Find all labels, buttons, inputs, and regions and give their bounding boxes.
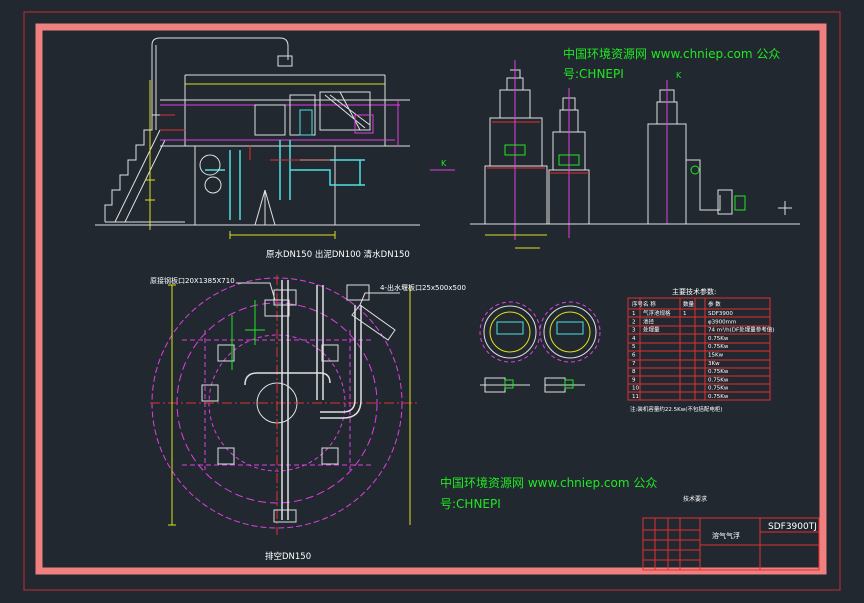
spec-notes: 注:装机容量约22.5Kw(不包括配电柜): [630, 405, 723, 413]
title-block: [642, 517, 820, 571]
spec-header-cell: 参 数: [708, 300, 721, 308]
spec-cell: 处理量: [643, 326, 660, 334]
spec-cell: 10: [632, 386, 639, 392]
tank-3: [647, 80, 746, 225]
spec-title: 主要技术参数:: [672, 287, 716, 296]
spec-cell: 8: [632, 369, 636, 375]
spec-cell: 6: [632, 353, 636, 359]
spec-cell: 气浮池规格: [643, 309, 671, 317]
riser-valve: [277, 55, 293, 67]
elevation-view: [95, 37, 455, 239]
section-label-k-right: K: [676, 71, 682, 80]
tank-elevations: [470, 60, 800, 249]
spec-cell: 1: [683, 311, 687, 317]
leader-lines: [236, 282, 400, 306]
spec-cell: 7: [632, 361, 636, 367]
lugs: [201, 299, 339, 465]
tech-req-title: 技术要求: [683, 495, 707, 503]
tank-2: [548, 88, 590, 238]
dim-lines-elev: [145, 80, 336, 239]
drawing-number: SDF3900TJ: [768, 522, 817, 532]
drawing-name: 溶气气浮: [712, 531, 740, 540]
spec-cell: 0.75Kw: [708, 377, 729, 383]
spec-cell: 0.75Kw: [708, 344, 729, 350]
spec-header-cell: 序号: [632, 300, 644, 308]
spec-cell: 9: [632, 377, 636, 383]
small-plans: [479, 301, 601, 393]
spec-cell: 池径: [643, 317, 655, 325]
scraper: [254, 91, 374, 136]
spec-cell: 4: [632, 336, 636, 342]
watermark-top-line1: 中国环境资源网 www.chniep.com 公众: [563, 46, 780, 61]
spec-cell: 3: [632, 328, 636, 334]
platform: [160, 74, 410, 147]
spec-cell: 0.75Kw: [708, 369, 729, 375]
spec-cell: 74 m³/h(DF处理量参考值): [708, 326, 774, 334]
spec-cell: φ3900mm: [708, 319, 736, 325]
spec-cell: 3Kw: [708, 361, 720, 367]
drawing-frame: [35, 23, 827, 575]
drain-label-bottom: 排空DN150: [265, 551, 311, 562]
spec-cell: 1: [632, 311, 636, 317]
spec-cell: 15Kw: [708, 353, 724, 359]
pipes: [205, 140, 365, 220]
spec-table: [627, 297, 771, 401]
spec-header-cell: 名 称: [643, 300, 656, 308]
weir-box: [351, 304, 396, 341]
spec-cell: 0.75Kw: [708, 394, 729, 400]
outer-border: [23, 11, 841, 591]
tripod: [254, 189, 276, 226]
pipes-label-top: 原水DN150 出泥DN100 清水DN150: [266, 249, 410, 260]
watermark-bottom-line2: 号:CHNEPI: [440, 497, 501, 511]
red-lines: [160, 114, 330, 161]
spec-cell: 0.75Kw: [708, 386, 729, 392]
spec-cell: 0.75Kw: [708, 336, 729, 342]
weir-label-right: 4-出水堰板口25x500x500: [380, 283, 466, 292]
cross-marker: [778, 201, 792, 215]
spec-cell: SDF3900: [708, 311, 733, 317]
spec-header-cell: 数量: [683, 300, 695, 308]
watermark-top-line2: 号:CHNEPI: [563, 67, 624, 81]
plan-dim: [168, 284, 411, 526]
spec-cell: 2: [632, 319, 636, 325]
tank-1: [484, 60, 548, 249]
plan-pipes: [244, 280, 362, 520]
green-wall: [231, 300, 265, 370]
section-label-k-left: K: [441, 159, 447, 168]
center-axes: [150, 275, 420, 535]
staircase: [104, 114, 185, 223]
riser-pipe: [151, 37, 289, 130]
valves: [273, 284, 370, 523]
flange-label-left: 原接钢板口20X1385X710: [150, 276, 235, 285]
watermark-bottom-line1: 中国环境资源网 www.chniep.com 公众: [440, 475, 657, 490]
plan-view: [150, 275, 420, 535]
spec-cell: 11: [632, 394, 639, 400]
pump-left: [199, 154, 222, 194]
platform-magenta: [160, 100, 400, 146]
spec-cell: 5: [632, 344, 636, 350]
